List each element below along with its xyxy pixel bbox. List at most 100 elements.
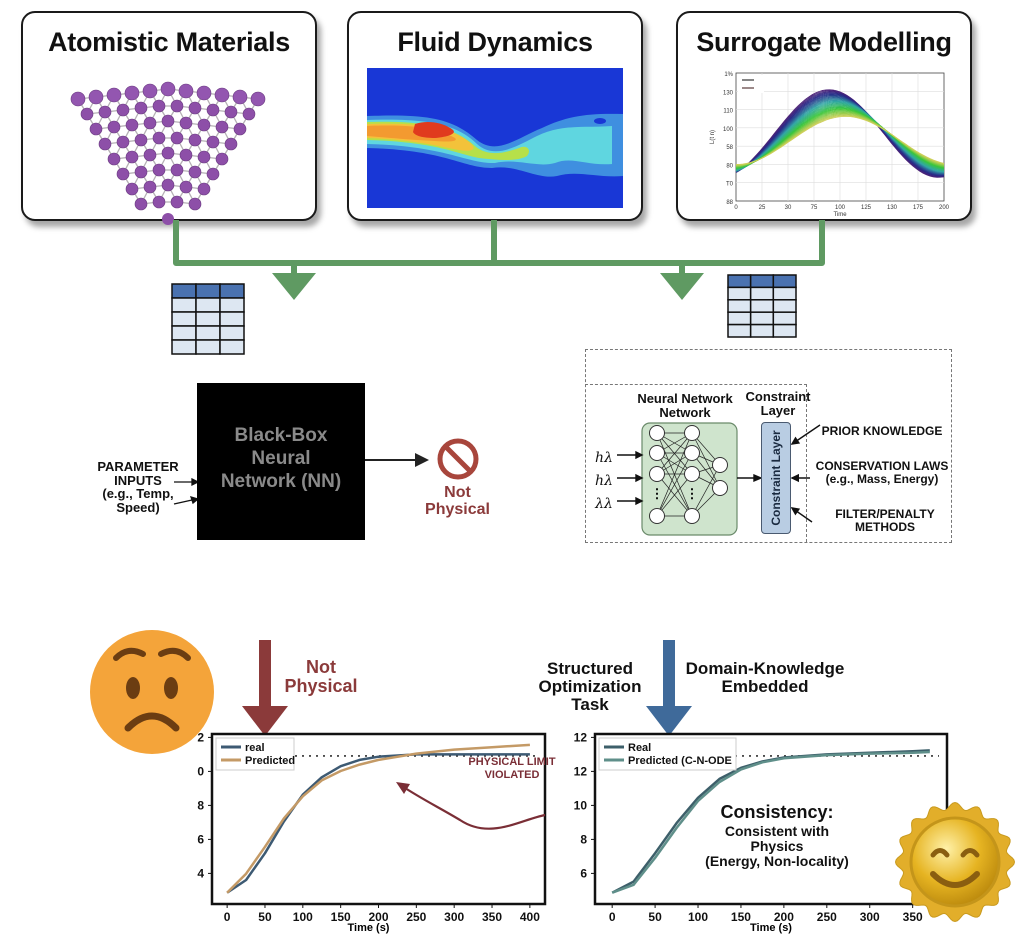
input-symbol: hλ — [595, 450, 613, 466]
atom — [206, 135, 220, 149]
constraint-title: Constraint Layer — [745, 389, 811, 418]
nn-neuron — [684, 508, 700, 524]
table-cell — [772, 311, 797, 326]
nn-neuron — [649, 508, 665, 524]
legend-label: Predicted (C-N-ODE — [628, 755, 732, 767]
arrow-head — [635, 450, 644, 460]
table-cell — [727, 323, 752, 338]
table-cell — [727, 274, 752, 289]
x-tick-label: 30 — [785, 205, 792, 211]
constraint-layer-text: Constraint Layer — [769, 430, 783, 526]
smiling-gold-medal-icon — [894, 801, 1016, 923]
atom — [125, 118, 139, 132]
atom — [214, 87, 230, 103]
nn-neuron — [684, 445, 700, 461]
series-line-0 — [226, 753, 530, 894]
filter-penalty-label: FILTER/PENALTY METHODS — [835, 507, 935, 534]
atom — [88, 89, 104, 105]
black-box-label: Neural — [251, 447, 311, 469]
table-cell — [772, 286, 797, 301]
nn-neuron — [684, 466, 700, 482]
x-tick-label: 0 — [734, 205, 738, 211]
table-cell — [195, 297, 221, 313]
curve-line — [735, 91, 945, 177]
curve-line — [735, 93, 945, 176]
ellipsis: ⋮ — [651, 486, 664, 501]
x-tick-label: 175 — [913, 205, 924, 211]
constraint-layer-box: Constraint Layer — [761, 422, 791, 534]
arrow-head — [753, 473, 763, 483]
table-cell — [171, 297, 197, 313]
x-tick-label: 300 — [860, 910, 880, 924]
atom — [197, 150, 211, 164]
atom — [188, 133, 202, 147]
nn-neuron — [712, 480, 728, 496]
table-cell — [772, 299, 797, 313]
table-cell — [195, 325, 221, 341]
x-tick-label: 400 — [520, 910, 540, 924]
ellipsis: ⋮ — [686, 486, 699, 501]
panel-title: Fluid Dynamics — [397, 27, 593, 57]
atom — [178, 83, 194, 99]
nn-constraint-group — [585, 384, 807, 542]
table-cell — [219, 297, 245, 313]
input-symbol: λλ — [595, 496, 613, 512]
x-tick-label: 250 — [406, 910, 426, 924]
y-tick-label: 12 — [574, 730, 588, 744]
connector-lines — [173, 220, 825, 300]
curve-line — [735, 115, 945, 165]
atom — [125, 182, 139, 196]
curve-line — [735, 90, 945, 178]
arrow-head — [790, 507, 801, 516]
x-tick-label: 125 — [861, 205, 872, 211]
panel-title: Surrogate Modelling — [696, 27, 952, 57]
x-tick-label: 200 — [939, 205, 950, 211]
atom — [143, 148, 157, 162]
curve-line — [735, 89, 945, 178]
y-tick-label: 6 — [580, 866, 587, 880]
x-tick-label: 0 — [609, 910, 616, 924]
atom — [224, 105, 238, 119]
down-arrow-icon — [272, 273, 316, 300]
y-tick-label: 2 — [197, 730, 204, 744]
arrow-head — [635, 473, 644, 483]
y-tick-label: 4 — [197, 866, 204, 880]
annotation-label: Consistency: — [720, 802, 833, 822]
atom — [179, 148, 193, 162]
table-cell — [219, 339, 245, 355]
table-cell — [749, 274, 775, 289]
y-tick-label: 1% — [724, 72, 733, 78]
atom — [196, 85, 212, 101]
black-box-label: Network (NN) — [220, 470, 342, 492]
annotation-label: PHYSICAL LIMIT — [468, 756, 555, 768]
output-arrow — [365, 453, 429, 467]
x-tick-label: 150 — [331, 910, 351, 924]
atom — [206, 167, 220, 181]
data-table-icon — [727, 274, 797, 338]
atom — [215, 152, 229, 166]
atom — [233, 122, 247, 136]
atom — [134, 133, 148, 147]
y-tick-label: 58 — [726, 145, 733, 151]
x-tick-label: 200 — [368, 910, 388, 924]
input-arrows — [173, 477, 200, 505]
black-box-neural-network: Black-Box Neural Network (NN) — [197, 383, 365, 540]
legend-box — [598, 737, 737, 771]
y-tick-label: 12 — [574, 764, 588, 778]
x-tick-label: 0 — [224, 910, 231, 924]
x-tick-label: 100 — [688, 910, 708, 924]
worried-face-icon — [90, 630, 214, 754]
annotation-arrowhead — [396, 782, 410, 794]
atom — [179, 180, 193, 194]
atom — [125, 150, 139, 164]
atom — [161, 146, 175, 160]
table-cell — [727, 311, 752, 326]
conservation-laws-label: CONSERVATION LAWS (e.g., Mass, Energy) — [815, 459, 949, 486]
y-tick-label: 6 — [197, 832, 204, 846]
not-physical-arrow-label: Not Physical — [284, 657, 358, 696]
y-tick-label: 80 — [726, 163, 733, 169]
physics-informed-framework — [585, 349, 952, 543]
annotation-label: VIOLATED — [485, 769, 540, 781]
